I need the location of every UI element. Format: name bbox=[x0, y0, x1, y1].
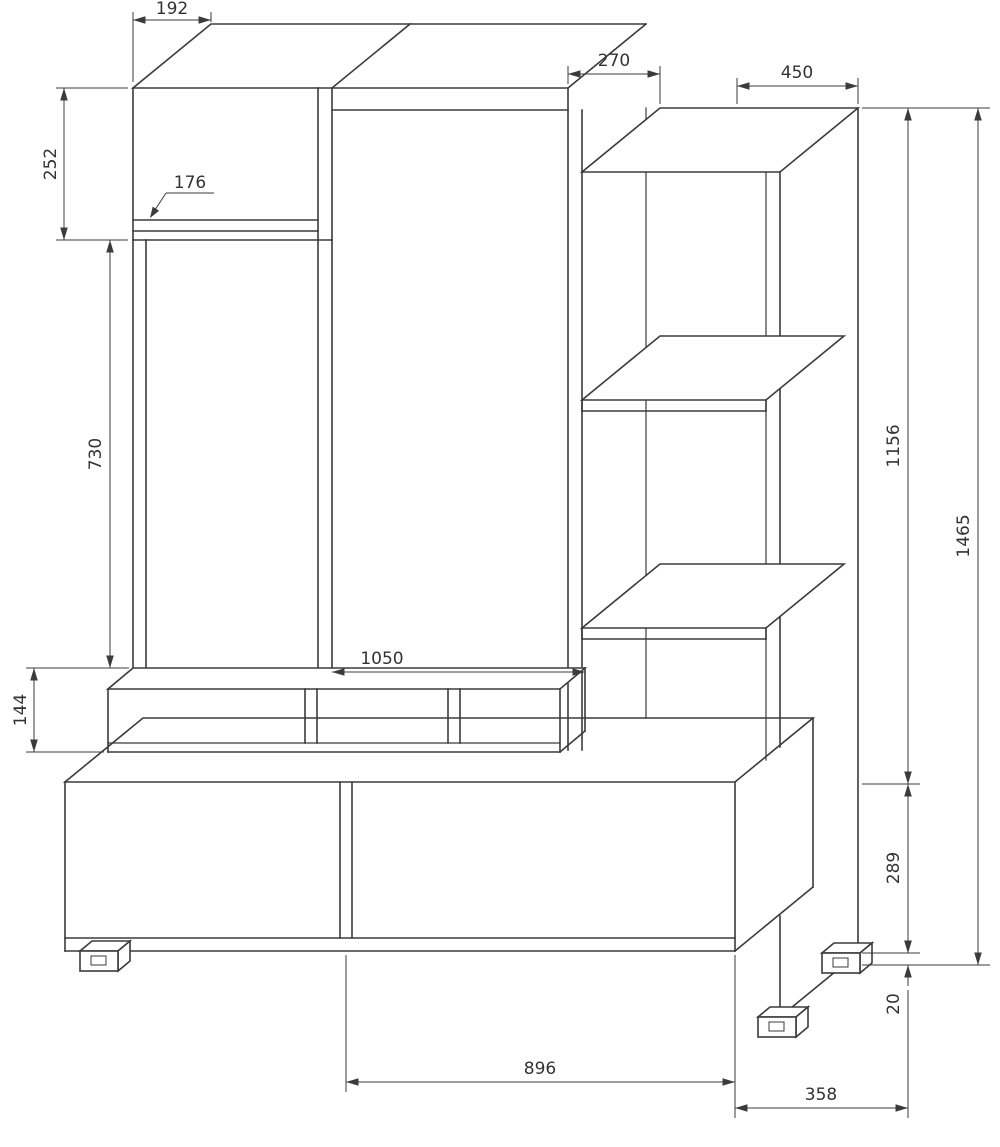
cabinet-shelf-upper bbox=[579, 335, 847, 412]
dimension-270: 270 bbox=[567, 51, 661, 104]
dim-label-270: 270 bbox=[598, 51, 630, 71]
dim-label-252: 252 bbox=[41, 148, 61, 180]
dimension-192: 192 bbox=[132, 0, 212, 82]
foot-back-right bbox=[819, 941, 875, 975]
dim-label-144: 144 bbox=[11, 694, 31, 726]
dim-label-730: 730 bbox=[86, 438, 106, 470]
dimension-20: 20 bbox=[862, 932, 990, 1015]
middle-divider-panel bbox=[317, 239, 333, 669]
dimension-730: 730 bbox=[26, 240, 129, 669]
dim-label-450: 450 bbox=[781, 63, 813, 83]
upper-left-shelf-box bbox=[130, 23, 413, 241]
foot-front-right bbox=[755, 1005, 811, 1039]
dimension-289: 289 bbox=[862, 784, 920, 954]
dimension-252: 252 bbox=[41, 87, 128, 241]
foot-front-left bbox=[77, 939, 133, 973]
long-top-shelf bbox=[331, 22, 648, 111]
dim-label-896: 896 bbox=[524, 1059, 556, 1079]
dim-label-1050: 1050 bbox=[360, 649, 403, 669]
dimension-1156: 1156 bbox=[862, 107, 990, 785]
base-cabinet bbox=[64, 717, 815, 953]
cabinet-shelf-lower bbox=[579, 563, 847, 640]
dim-label-1465: 1465 bbox=[954, 514, 974, 557]
base-cabinet-top-face bbox=[62, 717, 816, 783]
media-shelf-top-face bbox=[105, 667, 588, 690]
dim-label-192: 192 bbox=[156, 0, 188, 19]
dim-label-176: 176 bbox=[174, 173, 206, 193]
dimension-450: 450 bbox=[736, 63, 859, 104]
dim-label-289: 289 bbox=[884, 852, 904, 884]
right-cabinet bbox=[567, 87, 861, 1019]
dim-label-20: 20 bbox=[884, 993, 904, 1015]
dimension-896: 896 bbox=[345, 955, 736, 1118]
dim-label-1156: 1156 bbox=[884, 424, 904, 467]
dimension-1465: 1465 bbox=[954, 108, 982, 965]
dimension-144: 144 bbox=[11, 668, 104, 753]
dimension-358: 358 bbox=[735, 990, 909, 1118]
left-side-panel bbox=[132, 239, 147, 669]
dimension-176: 176 bbox=[150, 173, 214, 218]
dimension-1050: 1050 bbox=[332, 649, 585, 676]
dim-label-358: 358 bbox=[805, 1085, 837, 1105]
